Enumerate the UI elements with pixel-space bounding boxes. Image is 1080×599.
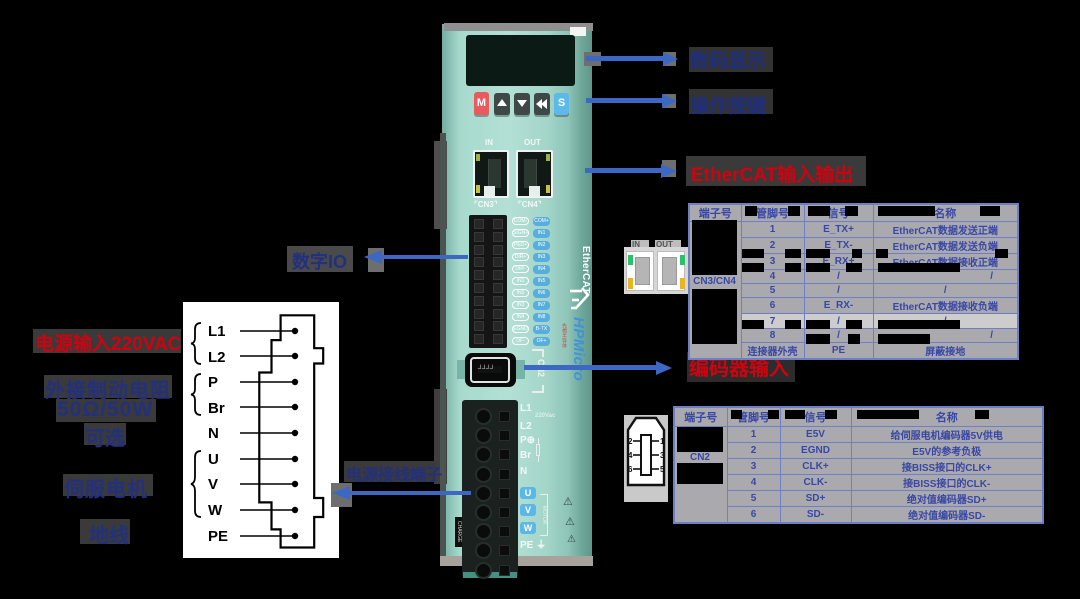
svg-text:N: N	[208, 425, 219, 442]
svg-text:3: 3	[660, 451, 665, 460]
svg-text:L1: L1	[208, 323, 226, 340]
svg-text:4: 4	[628, 451, 633, 460]
svg-text:1: 1	[660, 437, 665, 446]
svg-text:U: U	[208, 451, 219, 468]
svg-text:L2: L2	[208, 349, 226, 366]
svg-text:2: 2	[628, 437, 633, 446]
svg-text:5: 5	[660, 465, 665, 474]
svg-text:P: P	[208, 374, 218, 391]
svg-text:6: 6	[628, 465, 633, 474]
svg-text:V: V	[208, 476, 218, 493]
svg-text:PE: PE	[208, 528, 228, 545]
svg-text:Br: Br	[208, 400, 225, 417]
svg-text:W: W	[208, 502, 223, 519]
